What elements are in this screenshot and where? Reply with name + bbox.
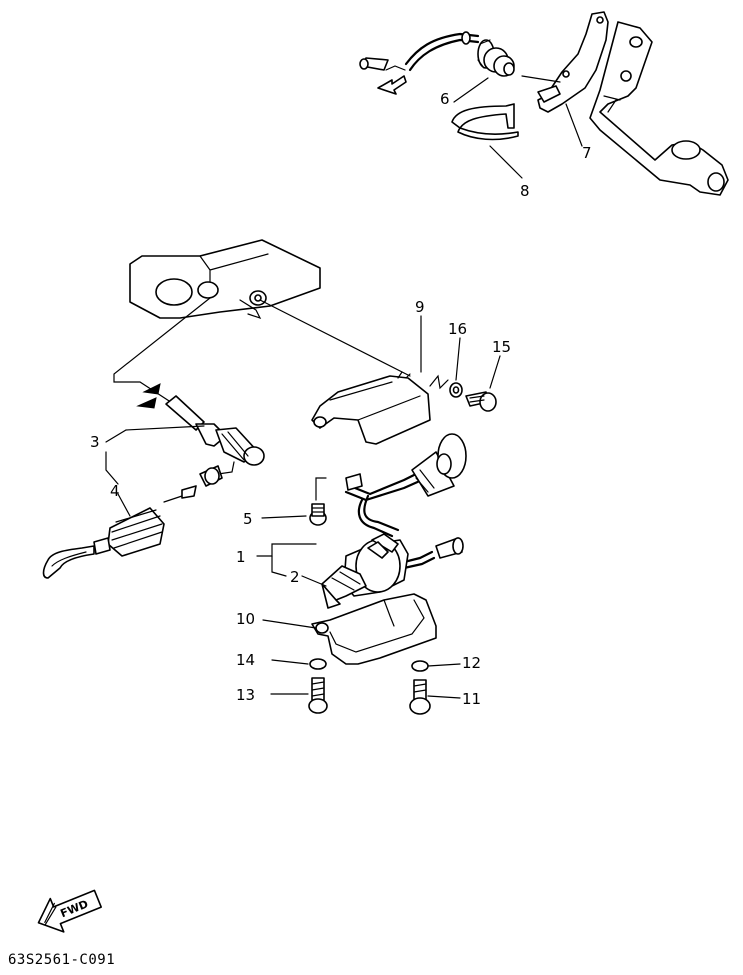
fwd-arrow-icon: FWD xyxy=(37,889,102,933)
callout-2: 2 xyxy=(290,568,300,586)
callout-3: 3 xyxy=(90,433,100,451)
callout-14: 14 xyxy=(236,651,255,669)
screw-5 xyxy=(309,503,327,526)
washer-16 xyxy=(449,382,463,398)
washer-14 xyxy=(309,658,327,670)
callout-13: 13 xyxy=(236,686,255,704)
wire-harness xyxy=(344,470,436,570)
callout-10: 10 xyxy=(236,610,255,628)
switch-cable-3 xyxy=(136,383,265,475)
callout-12: 12 xyxy=(462,654,481,672)
wire-cable-top xyxy=(359,31,480,95)
switch-bracket-10 xyxy=(311,593,437,665)
bracket-plate-7 xyxy=(537,11,609,113)
lanyard-4 xyxy=(42,465,223,579)
callout-1: 1 xyxy=(236,548,246,566)
grommet-6 xyxy=(477,39,515,77)
callout-4: 4 xyxy=(110,482,120,500)
callout-11: 11 xyxy=(462,690,481,708)
callout-15: 15 xyxy=(492,338,511,356)
terminal-connector xyxy=(345,473,464,559)
callout-5: 5 xyxy=(243,510,253,528)
washer-12 xyxy=(411,660,429,672)
engine-block-reference xyxy=(129,239,321,320)
clamp-8 xyxy=(451,103,519,141)
callout-6: 6 xyxy=(440,90,450,108)
callout-8: 8 xyxy=(520,182,530,200)
switch-plug xyxy=(411,433,467,497)
bolt-15 xyxy=(465,391,497,412)
bolt-11 xyxy=(409,679,431,715)
engine-mount-bracket xyxy=(589,21,729,196)
callout-9: 9 xyxy=(415,298,425,316)
drawing-code: 63S2561-C091 xyxy=(8,952,115,968)
bolt-13 xyxy=(308,677,328,714)
callout-7: 7 xyxy=(582,144,592,162)
switch-knob-2 xyxy=(321,565,367,609)
switch-cover-9 xyxy=(311,371,431,445)
callout-16: 16 xyxy=(448,320,467,338)
